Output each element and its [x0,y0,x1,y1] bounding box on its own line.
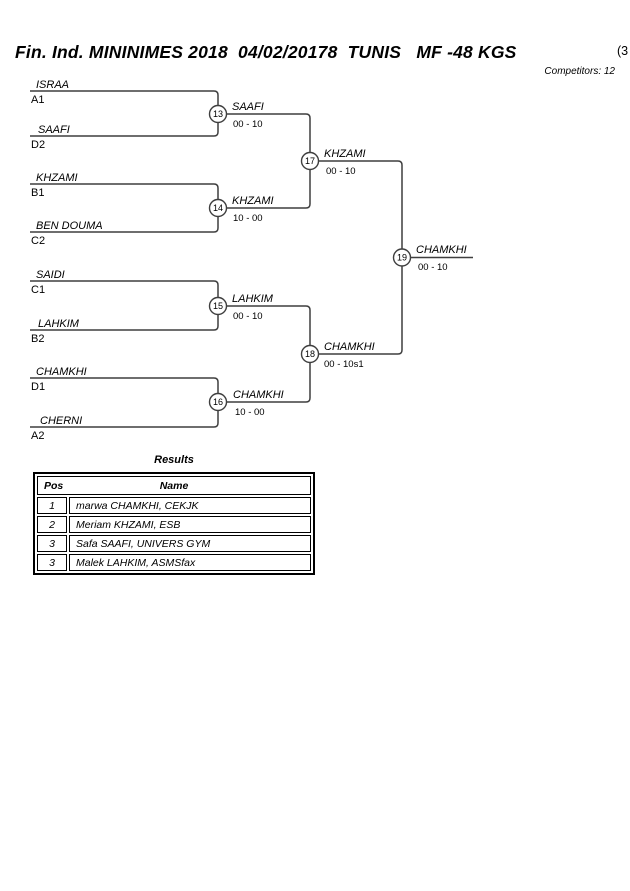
match16-winner-line [226,362,311,403]
corner-page-mark: (3 [617,44,629,58]
match13-bottom-name: SAAFI [38,124,70,136]
match13-top-seed: A1 [31,94,44,106]
match16-top-name: CHAMKHI [36,366,87,378]
results-header-cell: Pos Name [37,476,311,495]
match18-score: 00 - 10s1 [324,359,364,370]
match16-bottom-seed: A2 [31,430,44,442]
results-col-name: Name [159,479,189,492]
table-row: 2 Meriam KHZAMI, ESB [37,516,311,533]
match19-score: 00 - 10 [418,262,448,273]
match18-number: 18 [305,349,315,359]
result-pos: 3 [37,554,67,571]
page-title: Fin. Ind. MININIMES 2018 04/02/20178 TUN… [15,42,517,62]
match15-winner-line [226,305,311,346]
match15-number: 15 [213,301,223,311]
match16-circle [208,392,228,412]
match15-circle [208,296,228,316]
match15-winner-name: LAHKIM [232,293,274,305]
match17-winner-line [318,160,403,249]
match17-number: 17 [305,156,315,166]
match13-winner-name: SAAFI [232,101,264,113]
match15-bottom-name: LAHKIM [38,318,80,330]
results-title: Results [154,454,194,466]
result-pos: 2 [37,516,67,533]
match19-number: 19 [397,253,407,263]
match18-winner-line [318,266,403,355]
match15-score: 00 - 10 [233,311,263,322]
result-name: Malek LAHKIM, ASMSfax [69,554,311,571]
match14-number: 14 [213,203,223,213]
result-pos: 3 [37,535,67,552]
match16-score: 10 - 00 [235,407,265,418]
competitors-count: Competitors: 12 [544,66,615,77]
match13-winner-line [226,113,311,153]
match13-bottom-seed: D2 [31,139,45,151]
result-name: Meriam KHZAMI, ESB [69,516,311,533]
match15-top-name: SAIDI [36,269,65,281]
result-name: marwa CHAMKHI, CEKJK [69,497,311,514]
match16-number: 16 [213,397,223,407]
match19-circle [392,248,412,267]
match18-winner-name: CHAMKHI [324,341,375,353]
match15-bottom-seed: B2 [31,333,44,345]
match16-bottom-name: CHERNI [40,415,82,427]
results-col-pos: Pos [44,479,64,492]
result-name: Safa SAAFI, UNIVERS GYM [69,535,311,552]
match14-bottom-seed: C2 [31,235,45,247]
match14-winner-name: KHZAMI [232,195,274,207]
match14-bottom-name: BEN DOUMA [36,220,103,232]
match13-score: 00 - 10 [233,119,263,130]
match17-score: 00 - 10 [326,166,356,177]
table-row: 3 Safa SAAFI, UNIVERS GYM [37,535,311,552]
match14-score: 10 - 00 [233,213,263,224]
results-header-row: Pos Name [37,476,311,495]
match13-circle [208,104,228,124]
table-row: 1 marwa CHAMKHI, CEKJK [37,497,311,514]
match14-top-name: KHZAMI [36,172,78,184]
table-row: 3 Malek LAHKIM, ASMSfax [37,554,311,571]
match15-top-seed: C1 [31,284,45,296]
match14-circle [208,198,228,218]
match13-number: 13 [213,109,223,119]
match18-circle [300,344,320,364]
match19-winner-name: CHAMKHI [416,244,467,256]
result-pos: 1 [37,497,67,514]
match14-winner-line [226,169,311,209]
bracket-diagram: 13 14 15 16 17 18 19 ISRAA A1 SAAFI D2 S… [30,79,473,442]
match17-circle [300,151,320,171]
match13-top-name: ISRAA [36,79,69,91]
match17-winner-name: KHZAMI [324,148,366,160]
results-table: Pos Name 1 marwa CHAMKHI, CEKJK 2 Meriam… [33,472,315,575]
match16-top-seed: D1 [31,381,45,393]
match16-winner-name: CHAMKHI [233,389,284,401]
match14-top-seed: B1 [31,187,44,199]
